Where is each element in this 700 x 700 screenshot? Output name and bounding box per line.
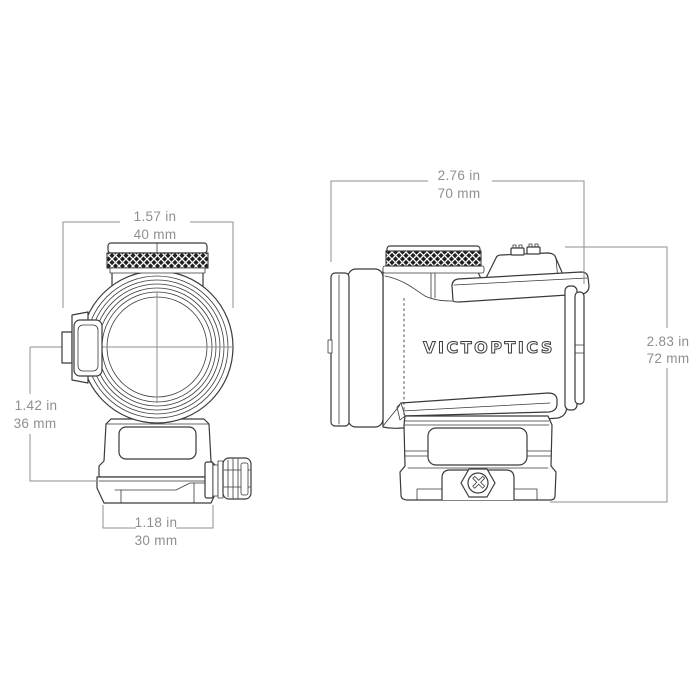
front-cap-knurl <box>106 252 209 269</box>
side-view: VICTOPTICS <box>327 243 590 501</box>
dim-front-width-mm: 40 mm <box>134 227 177 242</box>
dimension-front-rail-width: 1.18 in 30 mm <box>102 505 214 548</box>
dim-side-height-inches: 2.83 in <box>647 334 690 349</box>
side-mount-wedge <box>382 392 558 427</box>
side-eyepiece <box>327 268 384 428</box>
dim-front-rail-width-inches: 1.18 in <box>135 515 178 530</box>
dimension-front-center-height: 1.42 in 36 mm <box>14 347 98 482</box>
front-rail <box>96 476 219 504</box>
phillips-cross-icon <box>472 475 486 489</box>
dim-front-center-height-inches: 1.42 in <box>15 398 58 413</box>
side-top-cap <box>382 245 485 274</box>
dim-side-length-inches: 2.76 in <box>438 168 481 183</box>
side-clamp-screw <box>441 468 515 500</box>
dimension-side-length: 2.76 in 70 mm <box>330 168 585 284</box>
front-view <box>30 242 252 504</box>
side-buttons <box>510 243 541 256</box>
dim-front-center-height-mm: 36 mm <box>14 416 57 431</box>
dim-front-width-inches: 1.57 in <box>134 209 177 224</box>
front-clamp-knob <box>204 457 252 500</box>
side-cap-stem <box>430 270 436 299</box>
side-cap-knurl <box>385 250 482 267</box>
brand-logo: VICTOPTICS <box>423 338 555 357</box>
front-windage-turret <box>61 311 103 384</box>
dim-front-rail-width-mm: 30 mm <box>135 533 178 548</box>
side-emitter-boss <box>451 271 590 303</box>
side-mount-base <box>399 415 557 501</box>
front-top-cap <box>106 242 209 274</box>
dim-side-length-mm: 70 mm <box>438 186 481 201</box>
dimension-front-width: 1.57 in 40 mm <box>62 209 234 308</box>
dim-side-height-mm: 72 mm <box>647 351 690 366</box>
dimensions: 1.57 in 40 mm 1.42 in 36 mm 1.18 in 30 m… <box>14 168 690 548</box>
dimension-side-height: 2.83 in 72 mm <box>550 246 690 503</box>
side-top-curve <box>384 275 453 302</box>
side-front-housing <box>564 285 585 411</box>
front-mount-base <box>96 418 252 504</box>
